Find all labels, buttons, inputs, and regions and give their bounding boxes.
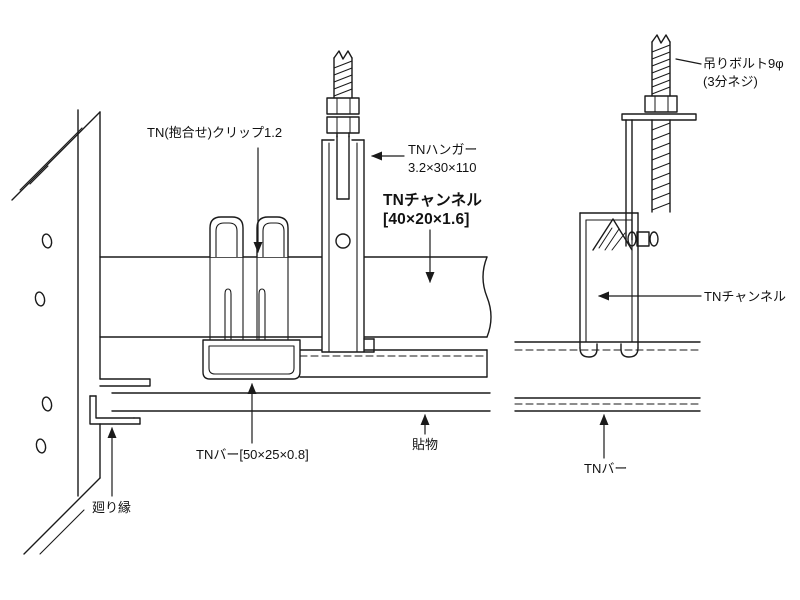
- label-channel-right: TNチャンネル: [704, 289, 786, 304]
- label-bar-left: TNバー[50×25×0.8]: [196, 447, 309, 462]
- thread-hatch: [651, 44, 671, 95]
- tn-hanger: [321, 135, 375, 353]
- tn-bar-right: [514, 341, 701, 412]
- hex-nut: [326, 97, 360, 115]
- trim-profile: [89, 378, 151, 425]
- label-hanger-name: TNハンガー: [408, 142, 478, 157]
- label-board: 貼物: [412, 437, 439, 452]
- label-trim: 廻り縁: [92, 500, 132, 515]
- section-hatch: [598, 227, 626, 251]
- suspension-bolt: [621, 34, 697, 247]
- hanger-bolt: [326, 50, 360, 138]
- board-side: [111, 392, 491, 412]
- channel-clamp: [592, 218, 659, 251]
- label-channel-main-size: [40×20×1.6]: [383, 211, 470, 229]
- wall-hole: [41, 233, 53, 249]
- leader-to-bolt: [675, 58, 702, 65]
- label-bolt-thread: (3分ネジ): [703, 73, 758, 89]
- hanger-body-fill: [322, 140, 364, 352]
- thread-hatch: [333, 60, 353, 97]
- tn-bar-side: [299, 349, 488, 378]
- washer-plate: [621, 113, 697, 121]
- tn-channel-cross-section: [579, 212, 639, 358]
- wall-hole: [34, 291, 46, 307]
- leader-lines: [107, 58, 702, 497]
- tn-channel-side: [99, 256, 492, 338]
- hex-nut: [326, 116, 360, 134]
- label-hanger-size: 3.2×30×110: [408, 159, 477, 175]
- hex-nut: [644, 95, 678, 113]
- label-clip: TN(抱合せ)クリップ1.2: [147, 125, 283, 140]
- thread-hatch: [651, 122, 671, 211]
- label-bar-right: TNバー: [584, 461, 628, 476]
- wall-hole: [41, 396, 53, 412]
- tn-clip: [202, 216, 301, 380]
- label-bolt: 吊りボルト9φ (3分ネジ): [703, 55, 784, 90]
- label-hanger: TNハンガー 3.2×30×110: [408, 141, 477, 176]
- hanger-hole: [335, 233, 351, 249]
- label-channel-main: TNチャンネル [40×20×1.6]: [383, 191, 482, 230]
- wall-hole: [35, 438, 47, 454]
- label-bolt-name: 吊りボルト9φ: [703, 56, 784, 71]
- wall-section: [11, 109, 101, 555]
- label-channel-main-name: TNチャンネル: [383, 192, 483, 209]
